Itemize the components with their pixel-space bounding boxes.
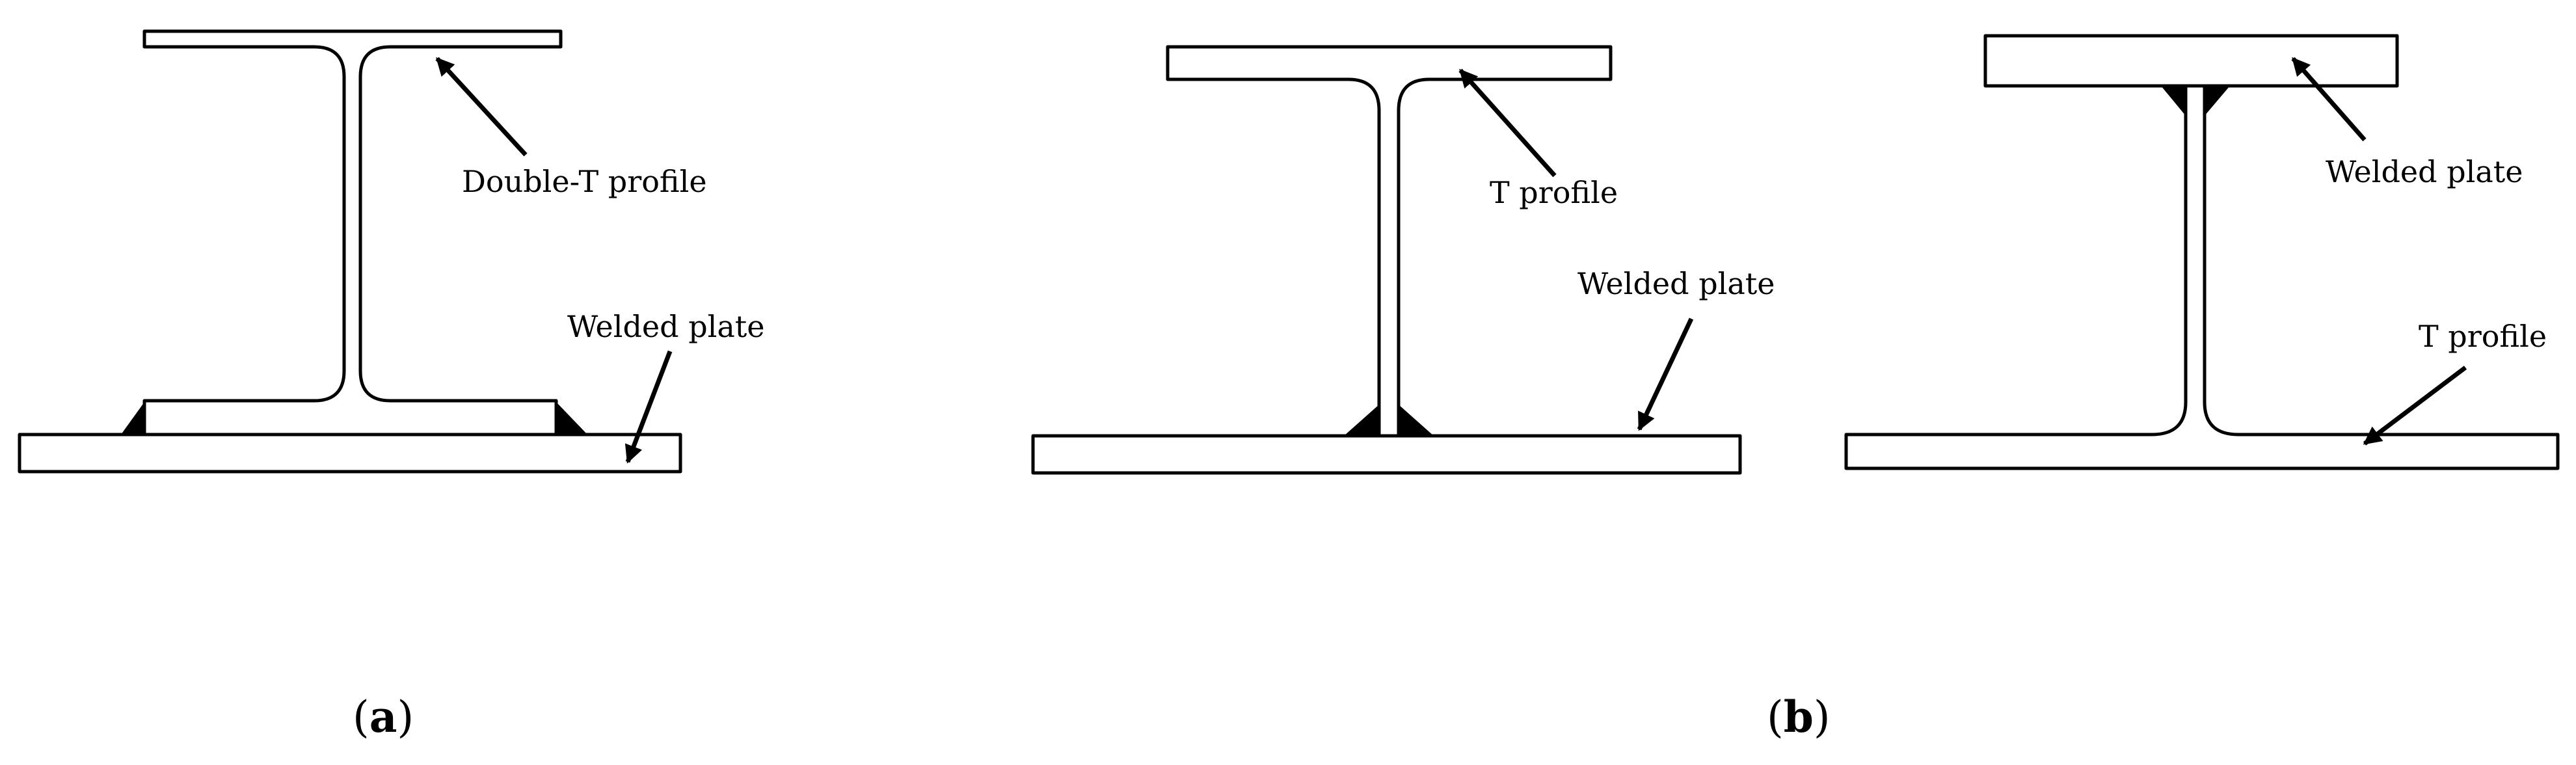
caption-b: (b) xyxy=(1767,691,1831,742)
a-double-t-section xyxy=(142,29,563,436)
b1-weld-left xyxy=(1344,405,1379,436)
b2-welded-plate-label: Welded plate xyxy=(2326,154,2523,189)
b2-welded-plate-leader-arrow xyxy=(2291,57,2367,142)
a-welded-plate-leader-arrow xyxy=(624,350,673,464)
b1-welded-plate-label: Welded plate xyxy=(1577,266,1775,301)
b2-top-plate xyxy=(1983,34,2399,88)
caption-a: (a) xyxy=(353,691,414,742)
b1-base-plate xyxy=(1031,434,1742,475)
panel-b-right: Welded plate T profile xyxy=(1844,34,2560,470)
a-weld-left xyxy=(121,402,144,435)
b1-welded-plate-leader-arrow xyxy=(1637,317,1694,431)
b1-t-profile-label: T profile xyxy=(1490,175,1618,210)
b1-weld-right xyxy=(1399,405,1434,436)
b2-weld-right xyxy=(2205,86,2230,116)
b2-t-profile-section xyxy=(1844,84,2560,470)
a-base-plate xyxy=(18,433,682,474)
a-double-t-leader-arrow xyxy=(435,57,528,157)
b2-weld-left xyxy=(2161,86,2186,116)
a-welded-plate-label: Welded plate xyxy=(567,309,765,344)
panel-a: Double-T profile Welded plate xyxy=(18,29,765,474)
b2-t-profile-leader-arrow xyxy=(2363,366,2467,446)
a-double-t-label: Double-T profile xyxy=(462,164,707,199)
a-weld-right xyxy=(556,402,587,435)
b2-t-profile-label: T profile xyxy=(2419,319,2547,354)
panel-b-left: T profile Welded plate xyxy=(1031,45,1775,475)
b1-t-profile-leader-arrow xyxy=(1458,68,1557,178)
b1-t-profile-section xyxy=(1166,45,1613,438)
